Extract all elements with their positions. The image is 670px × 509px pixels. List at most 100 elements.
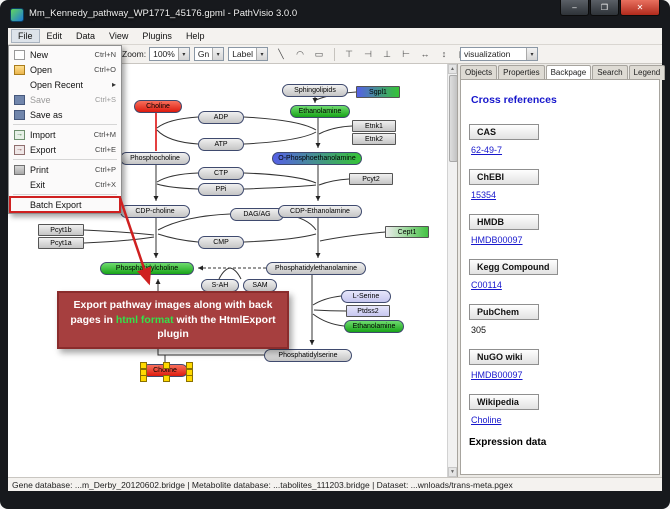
xref-header-wikipedia: Wikipedia xyxy=(469,394,539,410)
distribute-vertical-icon[interactable]: ↕ xyxy=(441,48,447,59)
node-choline-top[interactable]: Choline xyxy=(134,100,182,113)
node-adp[interactable]: ADP xyxy=(198,111,244,124)
node-phosphatidylcholine[interactable]: Phosphatidylcholine xyxy=(100,262,194,275)
menu-plugins[interactable]: Plugins xyxy=(142,31,172,41)
xref-value-nugo-wiki[interactable]: HMDB00097 xyxy=(471,370,523,380)
scroll-down-icon[interactable] xyxy=(448,467,457,477)
canvas-vertical-scrollbar[interactable] xyxy=(447,64,458,477)
label-tool-combobox[interactable]: Label xyxy=(228,47,268,61)
selection-handle[interactable] xyxy=(163,375,170,382)
node-ethanolamine-lower[interactable]: Ethanolamine xyxy=(344,320,404,333)
menu-item-label: Print xyxy=(30,164,49,175)
chevron-down-icon xyxy=(526,48,537,60)
xref-value-cas[interactable]: 62-49-7 xyxy=(471,145,503,155)
tab-search[interactable]: Search xyxy=(592,65,628,80)
node-pcyt2[interactable]: Pcyt2 xyxy=(349,173,393,185)
menu-data[interactable]: Data xyxy=(76,31,96,41)
new-document-icon xyxy=(14,49,25,60)
node-ctp[interactable]: CTP xyxy=(198,167,244,180)
xref-value-kegg-compound[interactable]: C00114 xyxy=(471,280,502,290)
align-right-icon[interactable]: ⊢ xyxy=(402,48,410,59)
menu-item-save-as[interactable]: Save as xyxy=(10,107,120,122)
menu-help[interactable]: Help xyxy=(185,31,205,41)
selection-handle[interactable] xyxy=(140,375,147,382)
menu-view[interactable]: View xyxy=(109,31,129,41)
window-controls: – ❒ ✕ xyxy=(559,0,660,16)
node-phosphatidylethanolamine[interactable]: Phosphatidylethanolamine xyxy=(266,262,366,275)
visualization-value: visualization xyxy=(464,49,511,59)
node-ptdss2[interactable]: Ptdss2 xyxy=(346,305,390,317)
align-left-icon[interactable]: ⊣ xyxy=(364,48,372,59)
tab-objects[interactable]: Objects xyxy=(460,65,498,80)
selection-handle[interactable] xyxy=(163,362,170,369)
line-tool-button[interactable]: ╲ xyxy=(278,48,284,59)
menu-item-label: Save as xyxy=(30,109,63,120)
node-l-serine[interactable]: L-Serine xyxy=(341,290,391,303)
node-sgpl1[interactable]: Sgpl1 xyxy=(356,86,400,98)
node-atp[interactable]: ATP xyxy=(198,138,244,151)
xref-value-pubchem: 305 xyxy=(471,325,487,335)
expression-data-heading: Expression data xyxy=(469,437,547,448)
menu-item-open-recent[interactable]: Open Recent xyxy=(10,77,120,92)
close-button[interactable]: ✕ xyxy=(620,0,660,16)
align-bottom-icon[interactable]: ⊥ xyxy=(383,48,391,59)
node-cdp-ethanolamine[interactable]: CDP-Ethanolamine xyxy=(278,205,362,218)
node-ppi[interactable]: PPi xyxy=(198,183,244,196)
menu-item-batch-export[interactable]: Batch Export xyxy=(9,196,121,213)
zoom-value: 100% xyxy=(153,49,175,59)
menu-edit[interactable]: Edit xyxy=(46,31,63,41)
xref-value-hmdb[interactable]: HMDB00097 xyxy=(471,235,523,245)
xref-value-chebi[interactable]: 15354 xyxy=(471,190,497,200)
maximize-button[interactable]: ❒ xyxy=(590,0,619,16)
tab-properties[interactable]: Properties xyxy=(498,65,545,80)
pathway-edges xyxy=(83,91,386,364)
align-top-icon[interactable]: ⊤ xyxy=(345,48,353,59)
zoom-combobox[interactable]: 100% xyxy=(149,47,190,61)
node-sphingolipids[interactable]: Sphingolipids xyxy=(282,84,348,97)
selection-handle[interactable] xyxy=(186,375,193,382)
distribute-horizontal-icon[interactable]: ↔ xyxy=(420,48,430,59)
menu-item-label: Import xyxy=(30,129,56,140)
shape-tool-button[interactable]: ▭ xyxy=(314,48,324,59)
menu-item-shortcut: Ctrl+O xyxy=(94,65,116,74)
node-pcyt1b[interactable]: Pcyt1b xyxy=(38,224,84,236)
node-cdp-choline[interactable]: CDP-choline xyxy=(120,205,190,218)
node-phosphocholine[interactable]: Phosphocholine xyxy=(120,152,190,165)
node-etnk2[interactable]: Etnk2 xyxy=(352,133,396,145)
node-sam[interactable]: SAM xyxy=(243,279,277,292)
node-cmp[interactable]: CMP xyxy=(198,236,244,249)
node-choline-selected[interactable]: Choline xyxy=(140,362,193,382)
node-etnk1[interactable]: Etnk1 xyxy=(352,120,396,132)
xref-value-wikipedia[interactable]: Choline xyxy=(471,415,502,425)
sidebar: Objects Properties Backpage Search Legen… xyxy=(457,64,666,477)
annotation-text-after: with the HtmlExport plugin xyxy=(157,313,276,341)
node-dag-ag[interactable]: DAG/AG xyxy=(230,208,284,221)
tab-backpage[interactable]: Backpage xyxy=(545,65,592,80)
visualization-combobox[interactable]: visualization xyxy=(460,47,538,61)
menubar: File Edit Data View Plugins Help xyxy=(8,28,662,45)
arc-tool-button[interactable]: ◠ xyxy=(296,48,304,59)
menu-file[interactable]: File xyxy=(11,29,40,43)
scroll-up-icon[interactable] xyxy=(448,64,457,74)
app-icon xyxy=(10,8,24,22)
datanode-type-combobox[interactable]: Gn xyxy=(193,47,225,61)
node-phosphatidylserine[interactable]: Phosphatidylserine xyxy=(264,349,352,362)
node-ethanolamine-top[interactable]: Ethanolamine xyxy=(290,105,350,118)
minimize-button[interactable]: – xyxy=(560,0,589,16)
chevron-down-icon xyxy=(256,48,267,60)
node-cept1[interactable]: Cept1 xyxy=(385,226,429,238)
node-pcyt1a[interactable]: Pcyt1a xyxy=(38,237,84,249)
tab-legend[interactable]: Legend xyxy=(628,65,666,80)
node-o-phosphoethanolamine[interactable]: O-Phosphoethanolamine xyxy=(272,152,362,165)
datanode-type-value: Gn xyxy=(197,49,210,59)
